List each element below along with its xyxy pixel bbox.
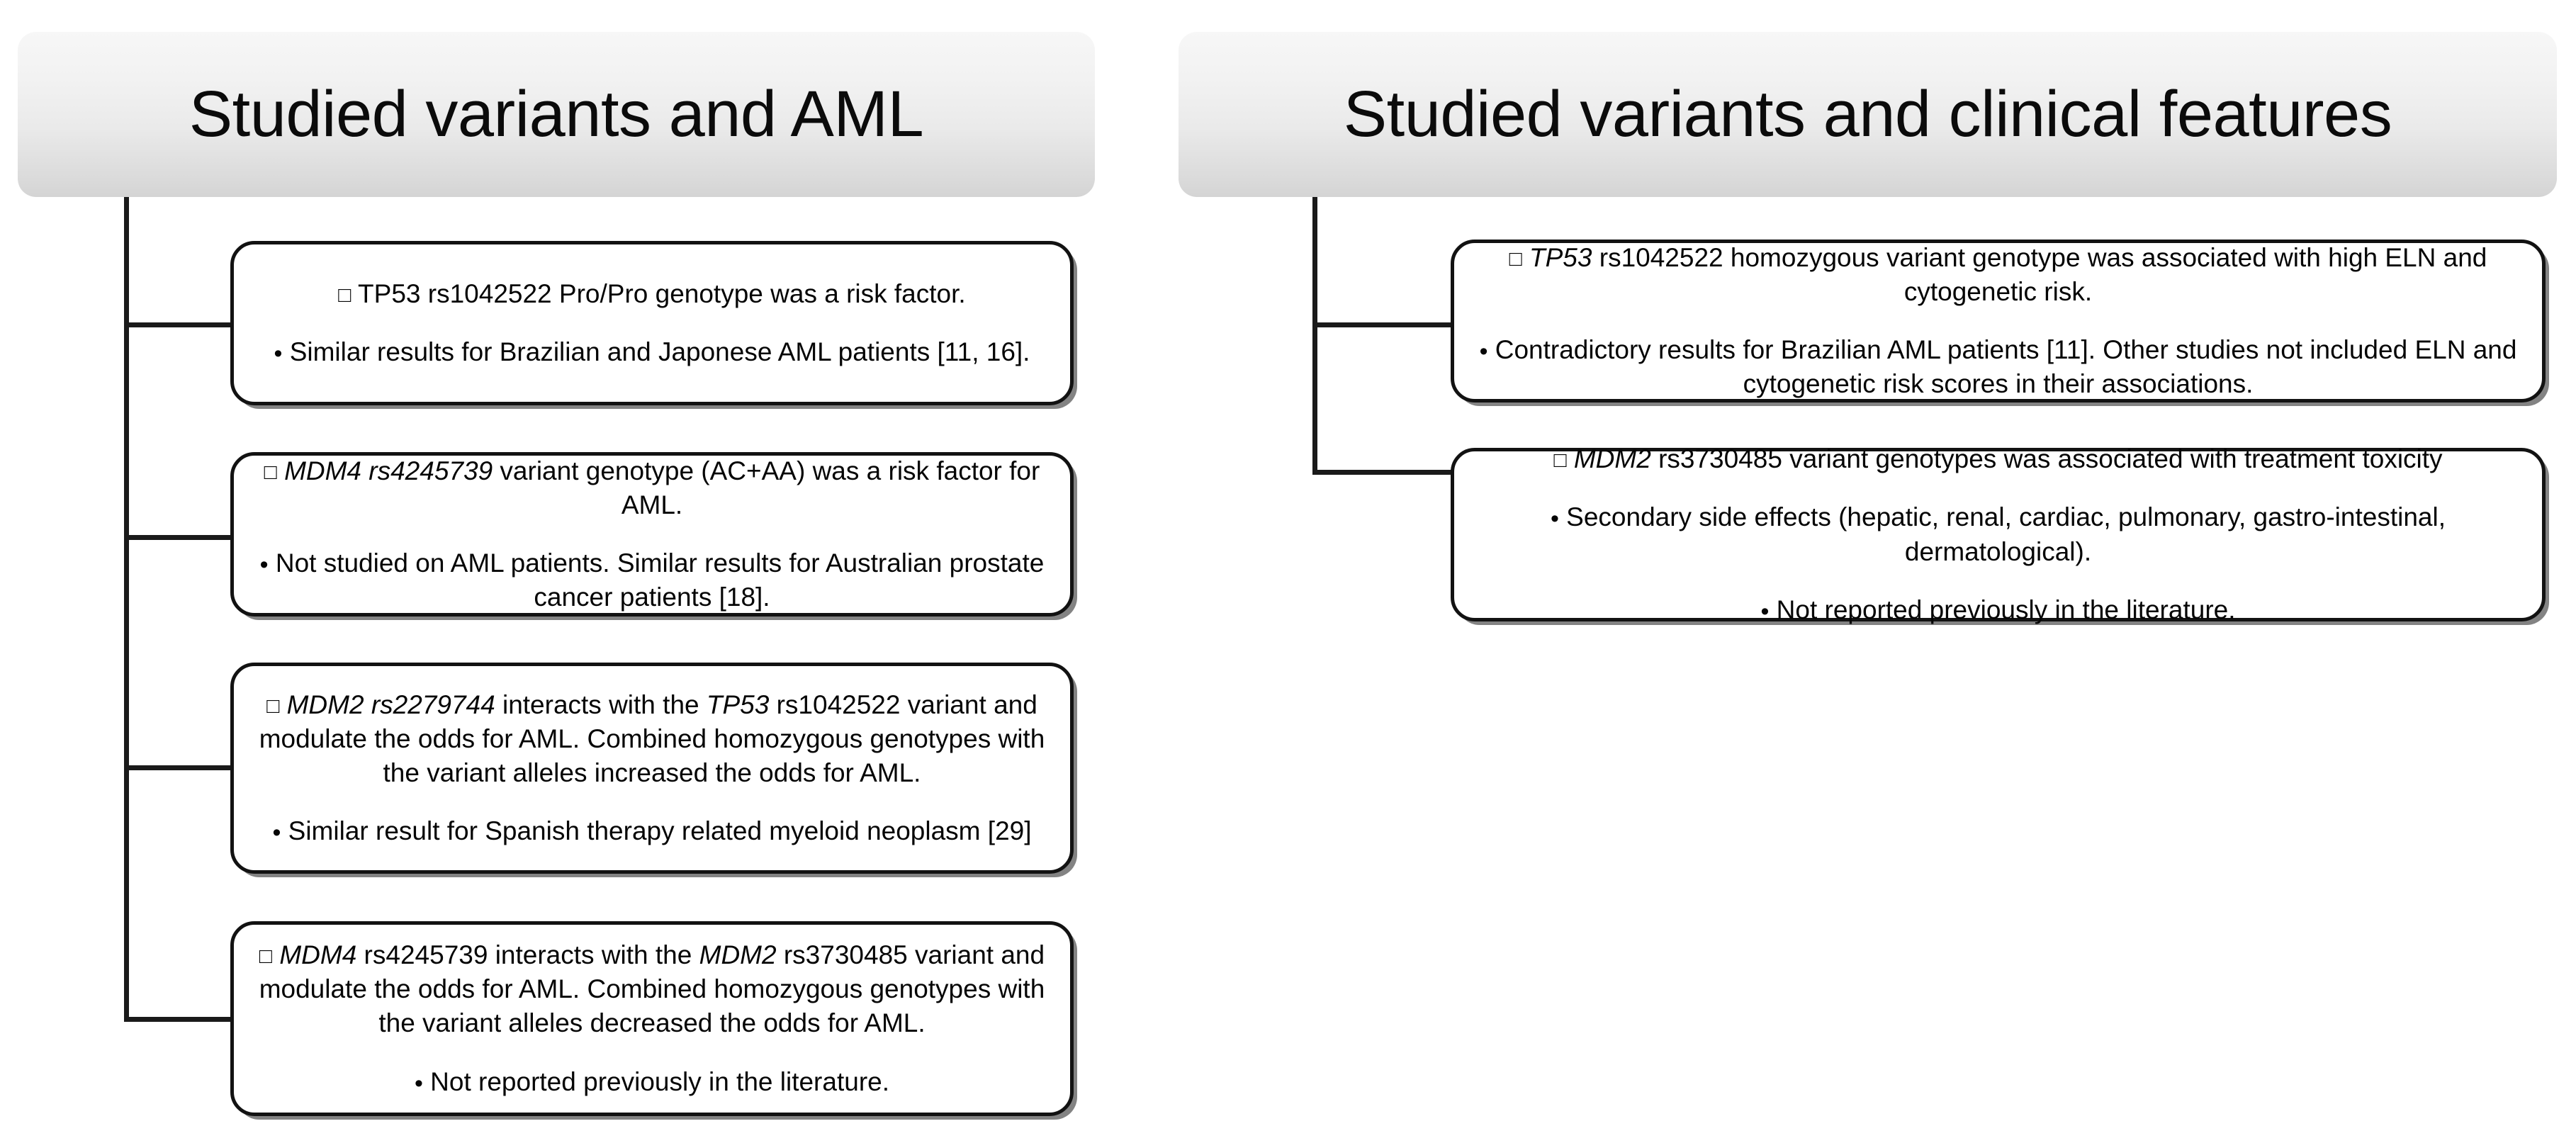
node-line: • Similar result for Spanish therapy rel…	[252, 814, 1052, 848]
square-bullet-icon: □	[266, 694, 280, 718]
node-box-mdm4-rs4245739-risk[interactable]: □ MDM4 rs4245739 variant genotype (AC+AA…	[230, 452, 1074, 617]
node-line: • Secondary side effects (hepatic, renal…	[1473, 500, 2524, 568]
node-line-text: MDM2 rs2279744 interacts with the TP53 r…	[259, 689, 1045, 787]
node-line-text: Not reported previously in the literatur…	[430, 1066, 889, 1096]
round-bullet-icon: •	[1550, 505, 1559, 533]
node-line: □ TP53 rs1042522 Pro/Pro genotype was a …	[252, 277, 1052, 311]
round-bullet-icon: •	[272, 819, 281, 847]
round-bullet-icon: •	[1760, 597, 1770, 625]
round-bullet-icon: •	[414, 1069, 423, 1097]
connector-branch-left-4	[124, 1017, 234, 1022]
node-line: • Not reported previously in the literat…	[252, 1065, 1052, 1099]
node-line: □ MDM4 rs4245739 interacts with the MDM2…	[252, 938, 1052, 1040]
node-box-mdm2-rs2279744-interaction[interactable]: □ MDM2 rs2279744 interacts with the TP53…	[230, 663, 1074, 874]
connector-trunk-left	[124, 197, 129, 1022]
node-line-text: TP53 rs1042522 Pro/Pro genotype was a ri…	[358, 278, 966, 308]
node-line-text: Not reported previously in the literatur…	[1776, 595, 2236, 624]
node-line-text: MDM4 rs4245739 variant genotype (AC+AA) …	[284, 456, 1040, 519]
round-bullet-icon: •	[274, 339, 283, 367]
node-box-tp53-rs1042522-risk[interactable]: □ TP53 rs1042522 Pro/Pro genotype was a …	[230, 241, 1074, 405]
round-bullet-icon: •	[259, 551, 269, 578]
square-bullet-icon: □	[264, 460, 277, 484]
connector-branch-right-2	[1312, 470, 1454, 475]
connector-branch-left-1	[124, 322, 234, 327]
header-title-clinical-features: Studied variants and clinical features	[1343, 77, 2392, 150]
connector-trunk-right	[1312, 197, 1317, 475]
square-bullet-icon: □	[338, 283, 351, 307]
header-title-aml: Studied variants and AML	[189, 77, 924, 150]
node-line-text: Not studied on AML patients. Similar res…	[275, 548, 1045, 612]
node-line: • Contradictory results for Brazilian AM…	[1473, 333, 2524, 401]
node-line: □ MDM2 rs3730485 variant genotypes was a…	[1473, 442, 2524, 476]
connector-branch-right-1	[1312, 322, 1454, 327]
square-bullet-icon: □	[1553, 449, 1567, 473]
node-line-text: MDM4 rs4245739 interacts with the MDM2 r…	[259, 940, 1045, 1038]
connector-branch-left-3	[124, 765, 234, 770]
node-line: □ MDM2 rs2279744 interacts with the TP53…	[252, 688, 1052, 790]
node-line-text: Similar result for Spanish therapy relat…	[288, 816, 1032, 846]
node-line-text: TP53 rs1042522 homozygous variant genoty…	[1529, 242, 2487, 306]
node-box-mdm2-rs3730485-toxicity[interactable]: □ MDM2 rs3730485 variant genotypes was a…	[1451, 444, 2546, 625]
node-line-text: Similar results for Brazilian and Japone…	[289, 337, 1030, 366]
node-box-mdm4-mdm2-interaction[interactable]: □ MDM4 rs4245739 interacts with the MDM2…	[230, 921, 1074, 1116]
node-line: □ MDM4 rs4245739 variant genotype (AC+AA…	[252, 454, 1052, 522]
node-line: • Not reported previously in the literat…	[1473, 593, 2524, 627]
connector-branch-left-2	[124, 535, 234, 540]
node-line: □ TP53 rs1042522 homozygous variant geno…	[1473, 241, 2524, 309]
square-bullet-icon: □	[1509, 247, 1522, 271]
node-box-tp53-eln-cytogenetic-risk[interactable]: □ TP53 rs1042522 homozygous variant geno…	[1451, 240, 2546, 402]
node-line: • Not studied on AML patients. Similar r…	[252, 546, 1052, 614]
node-line-text: MDM2 rs3730485 variant genotypes was ass…	[1573, 444, 2443, 474]
node-line-text: Secondary side effects (hepatic, renal, …	[1566, 502, 2446, 566]
square-bullet-icon: □	[259, 945, 273, 969]
header-banner-clinical-features: Studied variants and clinical features	[1179, 32, 2557, 197]
header-banner-aml: Studied variants and AML	[18, 32, 1095, 197]
node-line-text: Contradictory results for Brazilian AML …	[1495, 334, 2517, 399]
round-bullet-icon: •	[1479, 337, 1488, 365]
node-line: • Similar results for Brazilian and Japo…	[252, 335, 1052, 369]
